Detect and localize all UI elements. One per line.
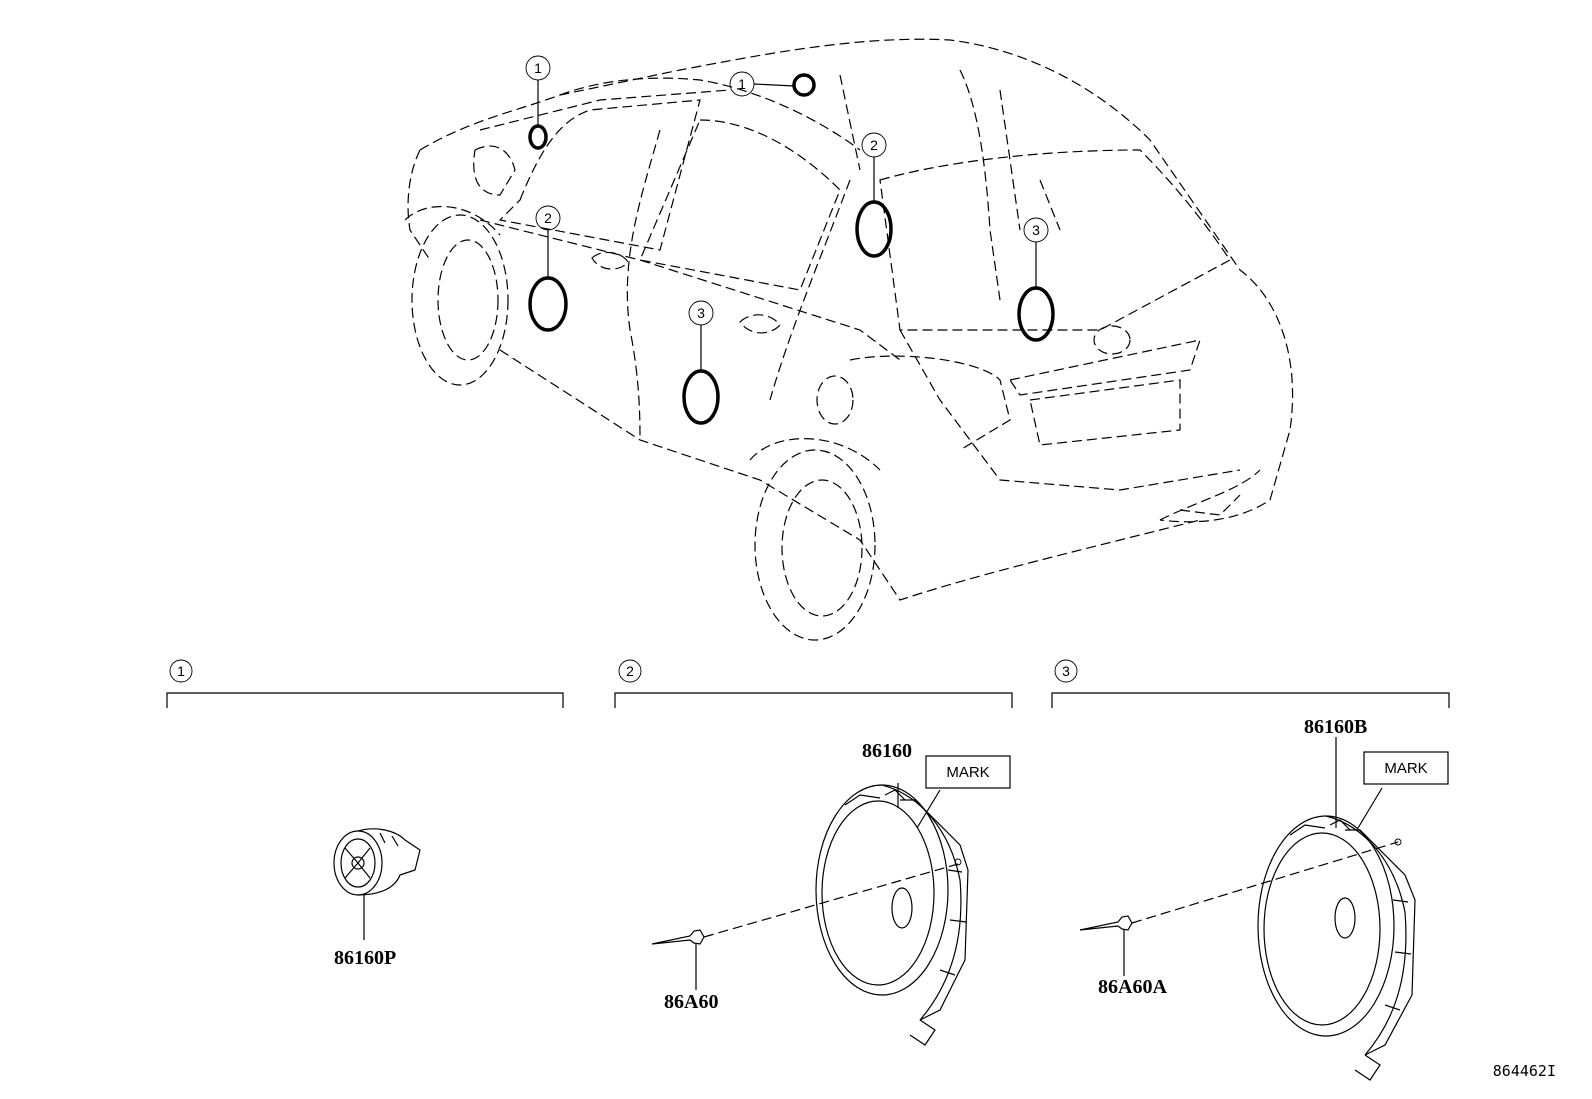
rear-speaker-illustration <box>1257 737 1416 1081</box>
callout-label: 2 <box>870 137 878 153</box>
part-number-86160B: 86160B <box>1304 716 1367 738</box>
section-number: 3 <box>1062 663 1070 679</box>
section-number: 2 <box>626 663 634 679</box>
callout-label: 1 <box>738 76 746 92</box>
callout-label: 2 <box>544 210 552 226</box>
callout-label: 3 <box>697 305 705 321</box>
section-3-header: 3 <box>1051 659 1450 708</box>
callout-leaders <box>537 80 1037 371</box>
section-number: 1 <box>177 663 185 679</box>
callout-label: 1 <box>534 60 542 76</box>
speaker-location-markers <box>528 73 1055 425</box>
front-speaker-illustration <box>815 783 969 1046</box>
callout-3-rear-right: 3 <box>1023 217 1049 243</box>
mark-box-rear: MARK <box>1363 751 1449 785</box>
callout-3-rear-left: 3 <box>688 300 714 326</box>
front-speaker-bolt <box>651 863 959 990</box>
section-2-header: 2 <box>614 659 1013 708</box>
part-number-86A60A: 86A60A <box>1098 976 1167 998</box>
callout-2-right: 2 <box>861 132 887 158</box>
callout-badges: 1 1 2 2 3 3 <box>525 55 1049 326</box>
part-number-86160: 86160 <box>862 740 912 762</box>
car-outline <box>404 38 1294 641</box>
mark-box-front: MARK <box>925 755 1011 789</box>
rear-speaker-bolt <box>1079 841 1399 976</box>
callout-2-front: 2 <box>535 205 561 231</box>
part-number-86160P: 86160P <box>334 947 396 969</box>
mark-label: MARK <box>1384 760 1427 777</box>
diagram-code: 864462I <box>1493 1062 1556 1080</box>
section-1-header: 1 <box>166 659 564 708</box>
part-number-86A60: 86A60 <box>664 991 718 1013</box>
tweeter-illustration <box>333 828 421 940</box>
callout-1-top: 1 <box>525 55 551 81</box>
callout-label: 3 <box>1032 222 1040 238</box>
mark-label: MARK <box>946 764 989 781</box>
callout-1-right: 1 <box>729 71 755 97</box>
